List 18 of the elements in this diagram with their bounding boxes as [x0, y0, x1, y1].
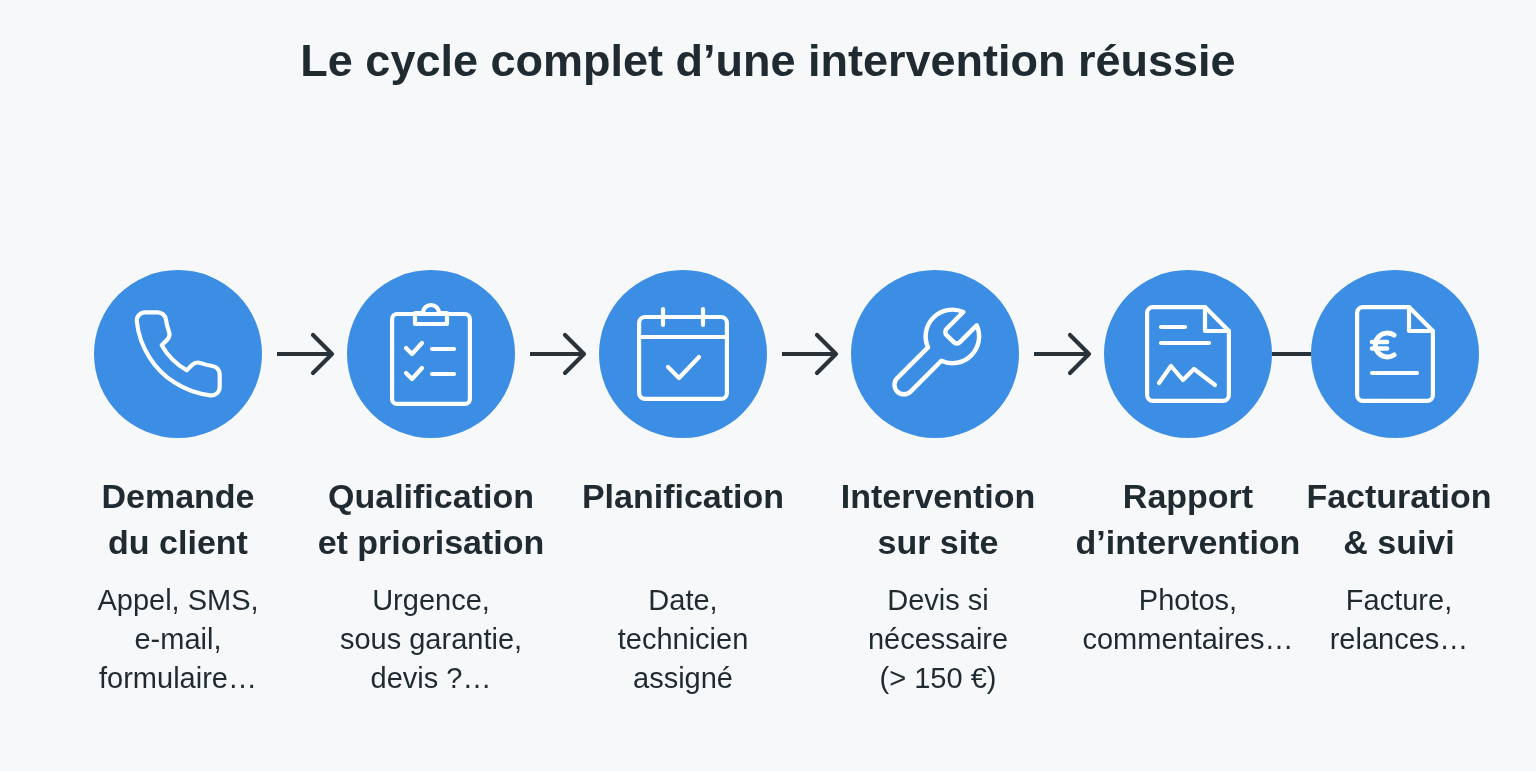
step-title: Facturation & suivi	[1305, 476, 1493, 563]
arrow	[277, 332, 335, 376]
step-description: Urgence, sous garantie, devis ?…	[338, 583, 524, 696]
connector-line	[1272, 351, 1311, 357]
arrow	[1034, 332, 1092, 376]
step-description: Appel, SMS, e-mail, formulaire…	[96, 583, 260, 696]
step-description: Photos, commentaires…	[1081, 583, 1295, 657]
step-description: Facture, relances…	[1328, 583, 1470, 657]
step-title: Demande du client	[100, 476, 256, 563]
arrow	[530, 332, 587, 376]
step-description: Date, technicien assigné	[616, 583, 750, 696]
step-title: Rapport d’intervention	[1074, 476, 1302, 563]
step-title: Planification	[580, 476, 786, 517]
step-title: Qualification et priorisation	[316, 476, 546, 563]
arrow	[782, 332, 839, 376]
step-title: Intervention sur site	[839, 476, 1037, 563]
step-description: Devis si nécessaire (> 150 €)	[866, 583, 1010, 696]
diagram-title: Le cycle complet d’une intervention réussie	[300, 34, 1236, 88]
